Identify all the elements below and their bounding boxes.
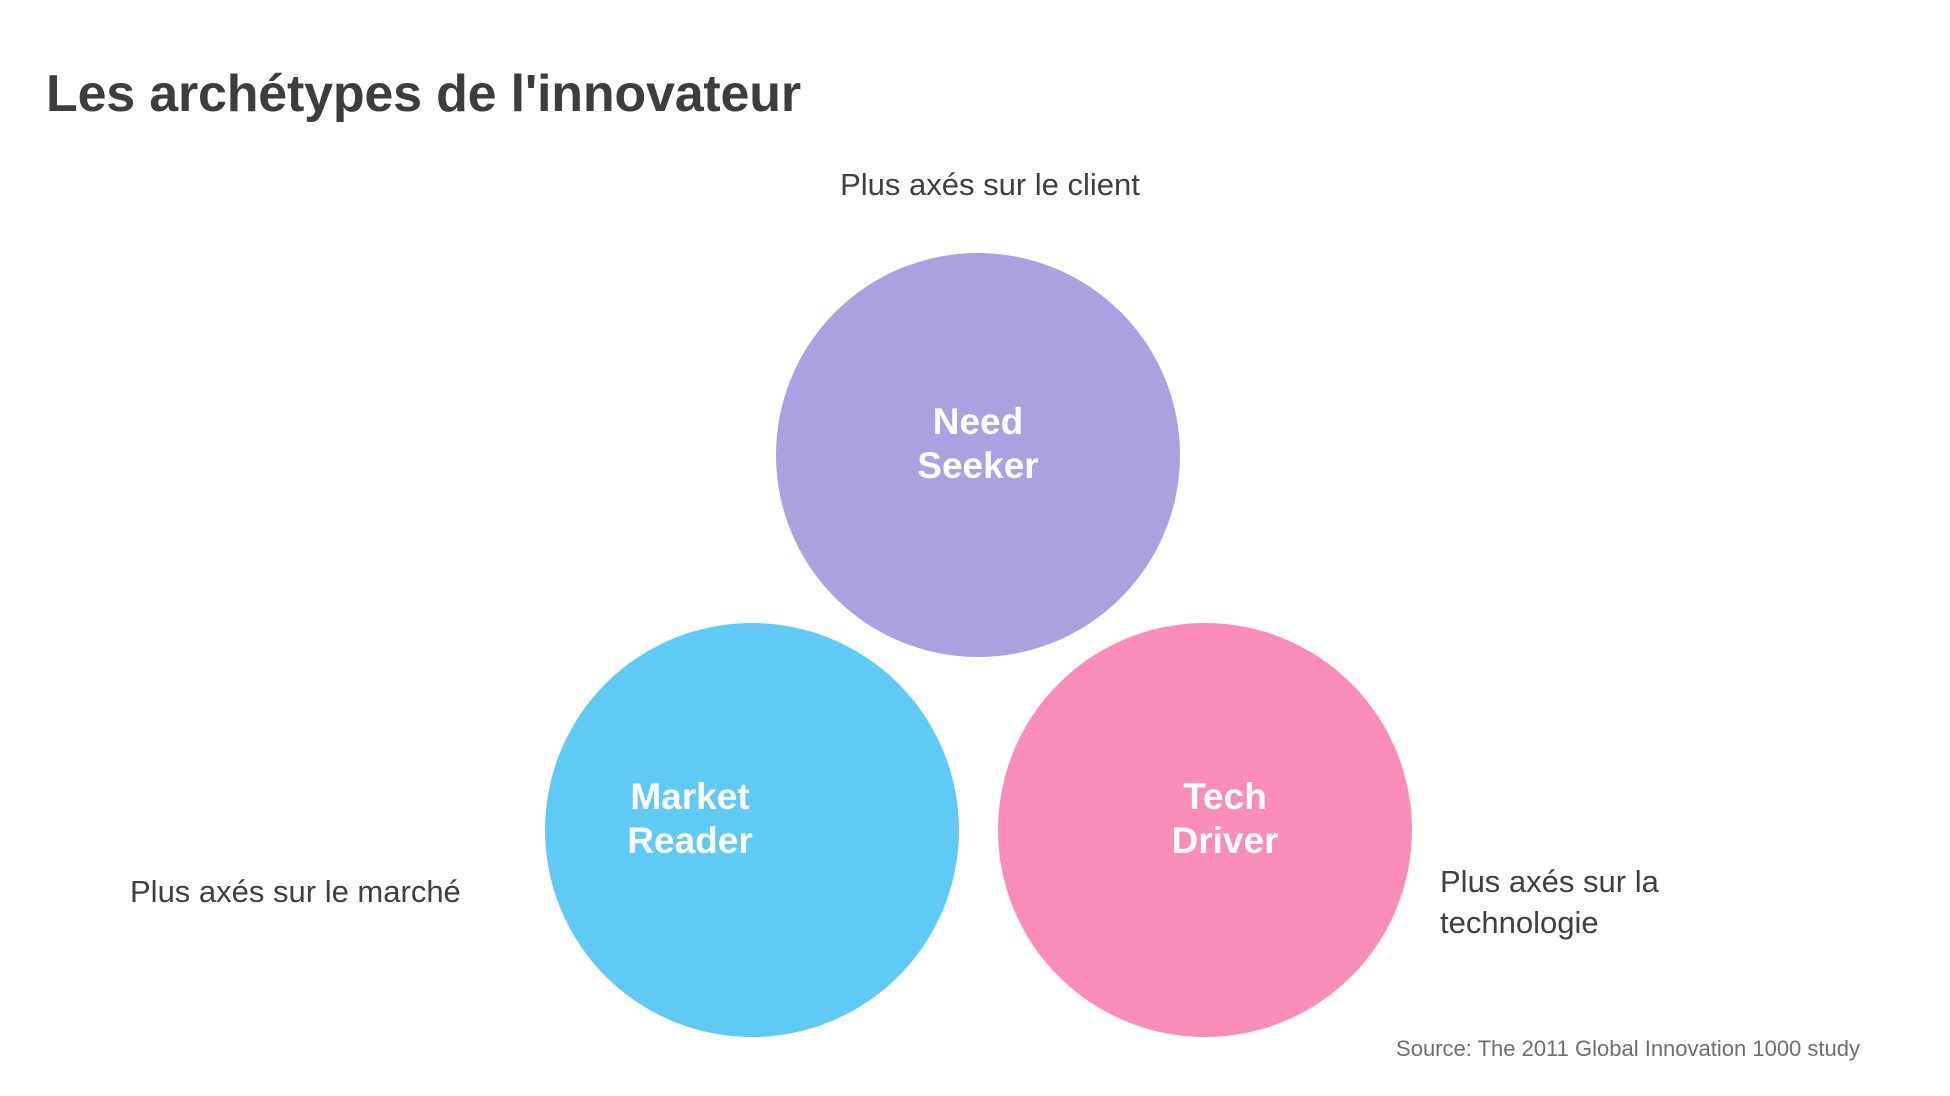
- orientation-label-market: Plus axés sur le marché: [130, 874, 461, 909]
- orientation-label-customer: Plus axés sur le client: [840, 167, 1140, 202]
- venn-circle-market-reader[interactable]: [545, 623, 959, 1037]
- venn-circle-tech-driver[interactable]: [998, 623, 1412, 1037]
- page-title: Les archétypes de l'innovateur: [46, 64, 801, 123]
- source-note: Source: The 2011 Global Innovation 1000 …: [1396, 1036, 1860, 1061]
- venn-circle-need-seeker[interactable]: [776, 253, 1180, 657]
- orientation-label-technology: Plus axés sur la technologie: [1440, 864, 1659, 940]
